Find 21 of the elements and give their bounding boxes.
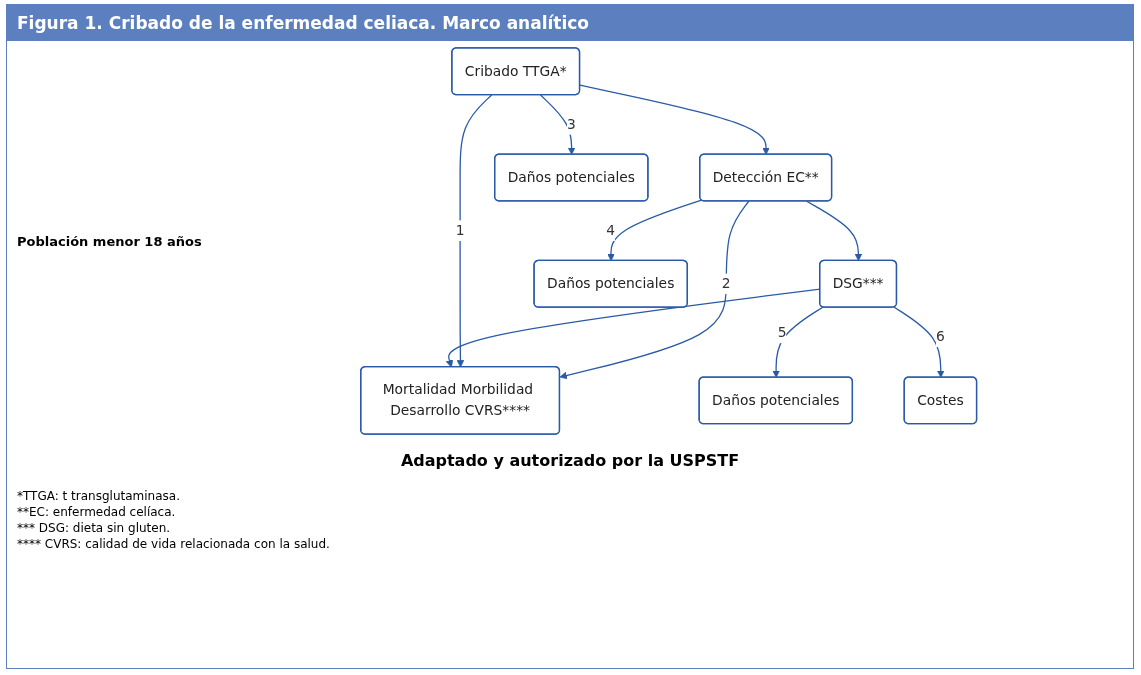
arrow (579, 84, 770, 155)
arrow (539, 94, 576, 155)
edge-label: 4 (605, 221, 615, 239)
edge-label: 6 (935, 328, 945, 345)
edge-label: 2 (721, 275, 731, 292)
arrow (893, 306, 945, 378)
edge-label: 3 (566, 115, 576, 133)
footnote: *** DSG: dieta sin gluten. (17, 520, 171, 536)
population-label: Población menor 18 años (17, 233, 202, 249)
edge-label: 1 (455, 221, 465, 239)
footnote: **** CVRS: calidad de vida relacionada con la salud. (17, 536, 330, 552)
arrow (456, 94, 493, 368)
arrow (805, 200, 862, 262)
footnote: **EC: enfermedad celíaca. (17, 504, 176, 520)
edge-label: 5 (777, 324, 787, 341)
header-bar: Figura 1. Cribado de la enfermedad celiaca. Marco analítico (7, 5, 1133, 41)
arrow (559, 200, 750, 380)
caption: Adaptado y autorizado por la USPSTF (399, 451, 741, 470)
footnote: *TTGA: t transglutaminasa. (17, 488, 180, 504)
arrow (772, 306, 824, 378)
arrow (606, 199, 702, 262)
